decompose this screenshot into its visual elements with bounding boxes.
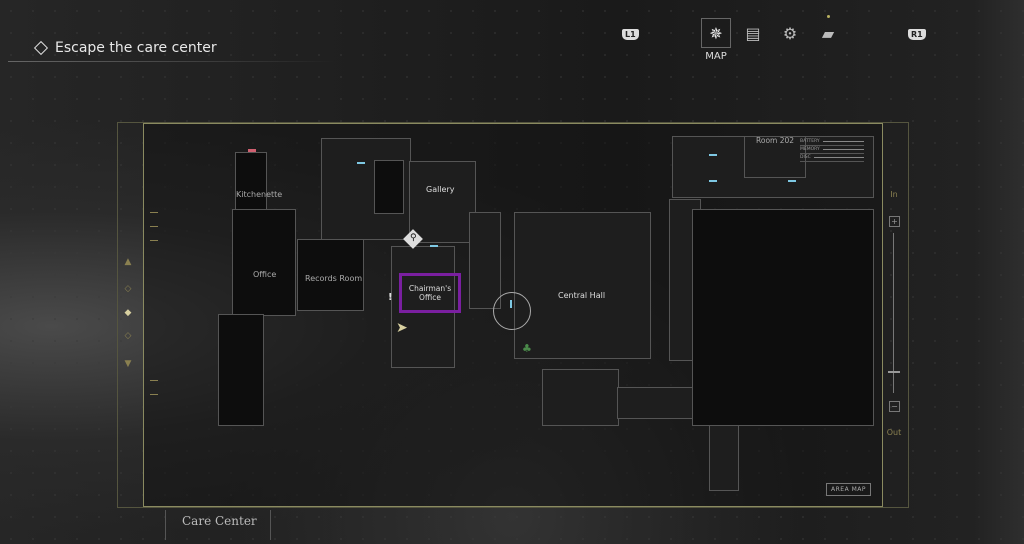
map-panel[interactable]: Kitchenette Office Records Room Gallery … [143,123,883,507]
room-label-gallery: Gallery [426,185,455,194]
room-records[interactable] [297,239,364,311]
highlighted-room-chairmans-office[interactable]: Chairman's Office [399,273,461,313]
door-marker [430,245,438,247]
room-gallery[interactable] [409,161,476,243]
room-central-hall[interactable] [514,212,651,359]
scale-tick [150,380,158,381]
area-map-button[interactable]: AREA MAP [826,483,871,496]
zoom-control: In + − Out [883,180,905,440]
collectibles-list: BATTERY MEMORY DISC [800,138,864,162]
compass-icon: ✵ [709,23,723,43]
r1-button[interactable]: R1 [908,29,926,40]
floor-up-button[interactable]: ▲ [124,257,132,267]
room-label-room-202: Room 202 [756,136,795,145]
zoom-slider-handle[interactable] [888,371,900,373]
floor-2-button-active[interactable]: ◆ [124,308,132,318]
collectible-disc: DISC [800,155,811,160]
tab-map-label: MAP [705,51,727,62]
typewriter-circle-marker [493,292,531,330]
room-kitchenette[interactable] [235,152,267,211]
room-east-block [692,209,874,426]
room-office-corridor [218,314,264,426]
collectible-memory: MEMORY [800,147,820,152]
zoom-out-label: Out [886,428,902,437]
divider [165,510,166,540]
locked-door-marker [248,149,256,152]
room-small [374,160,404,214]
door-marker [788,180,796,182]
zoom-in-label: In [890,190,898,199]
tab-inventory[interactable]: ▤ [742,22,764,44]
room-label-central-hall: Central Hall [558,291,606,300]
collectible-battery: BATTERY [800,139,820,144]
objective-text: Escape the care center [55,40,217,56]
player-position-arrow-icon: ➤ [396,320,408,336]
diamond-icon [33,40,49,56]
floor-3-button[interactable]: ◇ [124,284,132,294]
tab-map[interactable]: ✵ [701,18,731,48]
zoom-out-button[interactable]: − [889,401,900,412]
scale-tick [150,226,158,227]
scale-tick [150,240,158,241]
corridor-south-east [709,414,739,491]
room-label-kitchenette: Kitchenette [236,190,283,199]
room-label-office: Office [253,270,277,279]
room-202[interactable] [744,136,806,178]
map-frame-outer [117,122,909,508]
door-marker [709,154,717,156]
backpack-icon: ▤ [745,23,761,43]
zoom-in-button[interactable]: + [889,216,900,227]
divider [270,510,271,540]
tab-files[interactable]: ▰ [817,22,839,44]
area-name: Care Center [182,514,257,528]
door-marker [357,162,365,164]
tab-upgrades[interactable]: ⚙ [779,22,801,44]
room-label-records-room: Records Room [305,274,363,283]
floor-1-button[interactable]: ◇ [124,331,132,341]
notification-dot [827,15,830,18]
room-south [542,369,619,426]
zoom-slider-track[interactable] [893,233,894,393]
floor-down-button[interactable]: ▼ [124,359,132,369]
room-label-chairmans-office: Chairman's Office [408,284,452,302]
corridor-central-west [469,212,501,309]
exclamation-marker-icon: ! [388,292,393,303]
herb-icon: ♣ [522,342,532,355]
scale-tick [150,394,158,395]
objective: Escape the care center [33,40,217,56]
folder-icon: ▰ [821,23,835,43]
gears-icon: ⚙ [782,23,798,43]
scale-tick [150,212,158,213]
door-marker [709,180,717,182]
room-office[interactable] [232,209,296,316]
l1-button[interactable]: L1 [622,29,639,40]
keyhole-icon: ⚲ [410,233,417,243]
objective-underline [8,61,338,62]
